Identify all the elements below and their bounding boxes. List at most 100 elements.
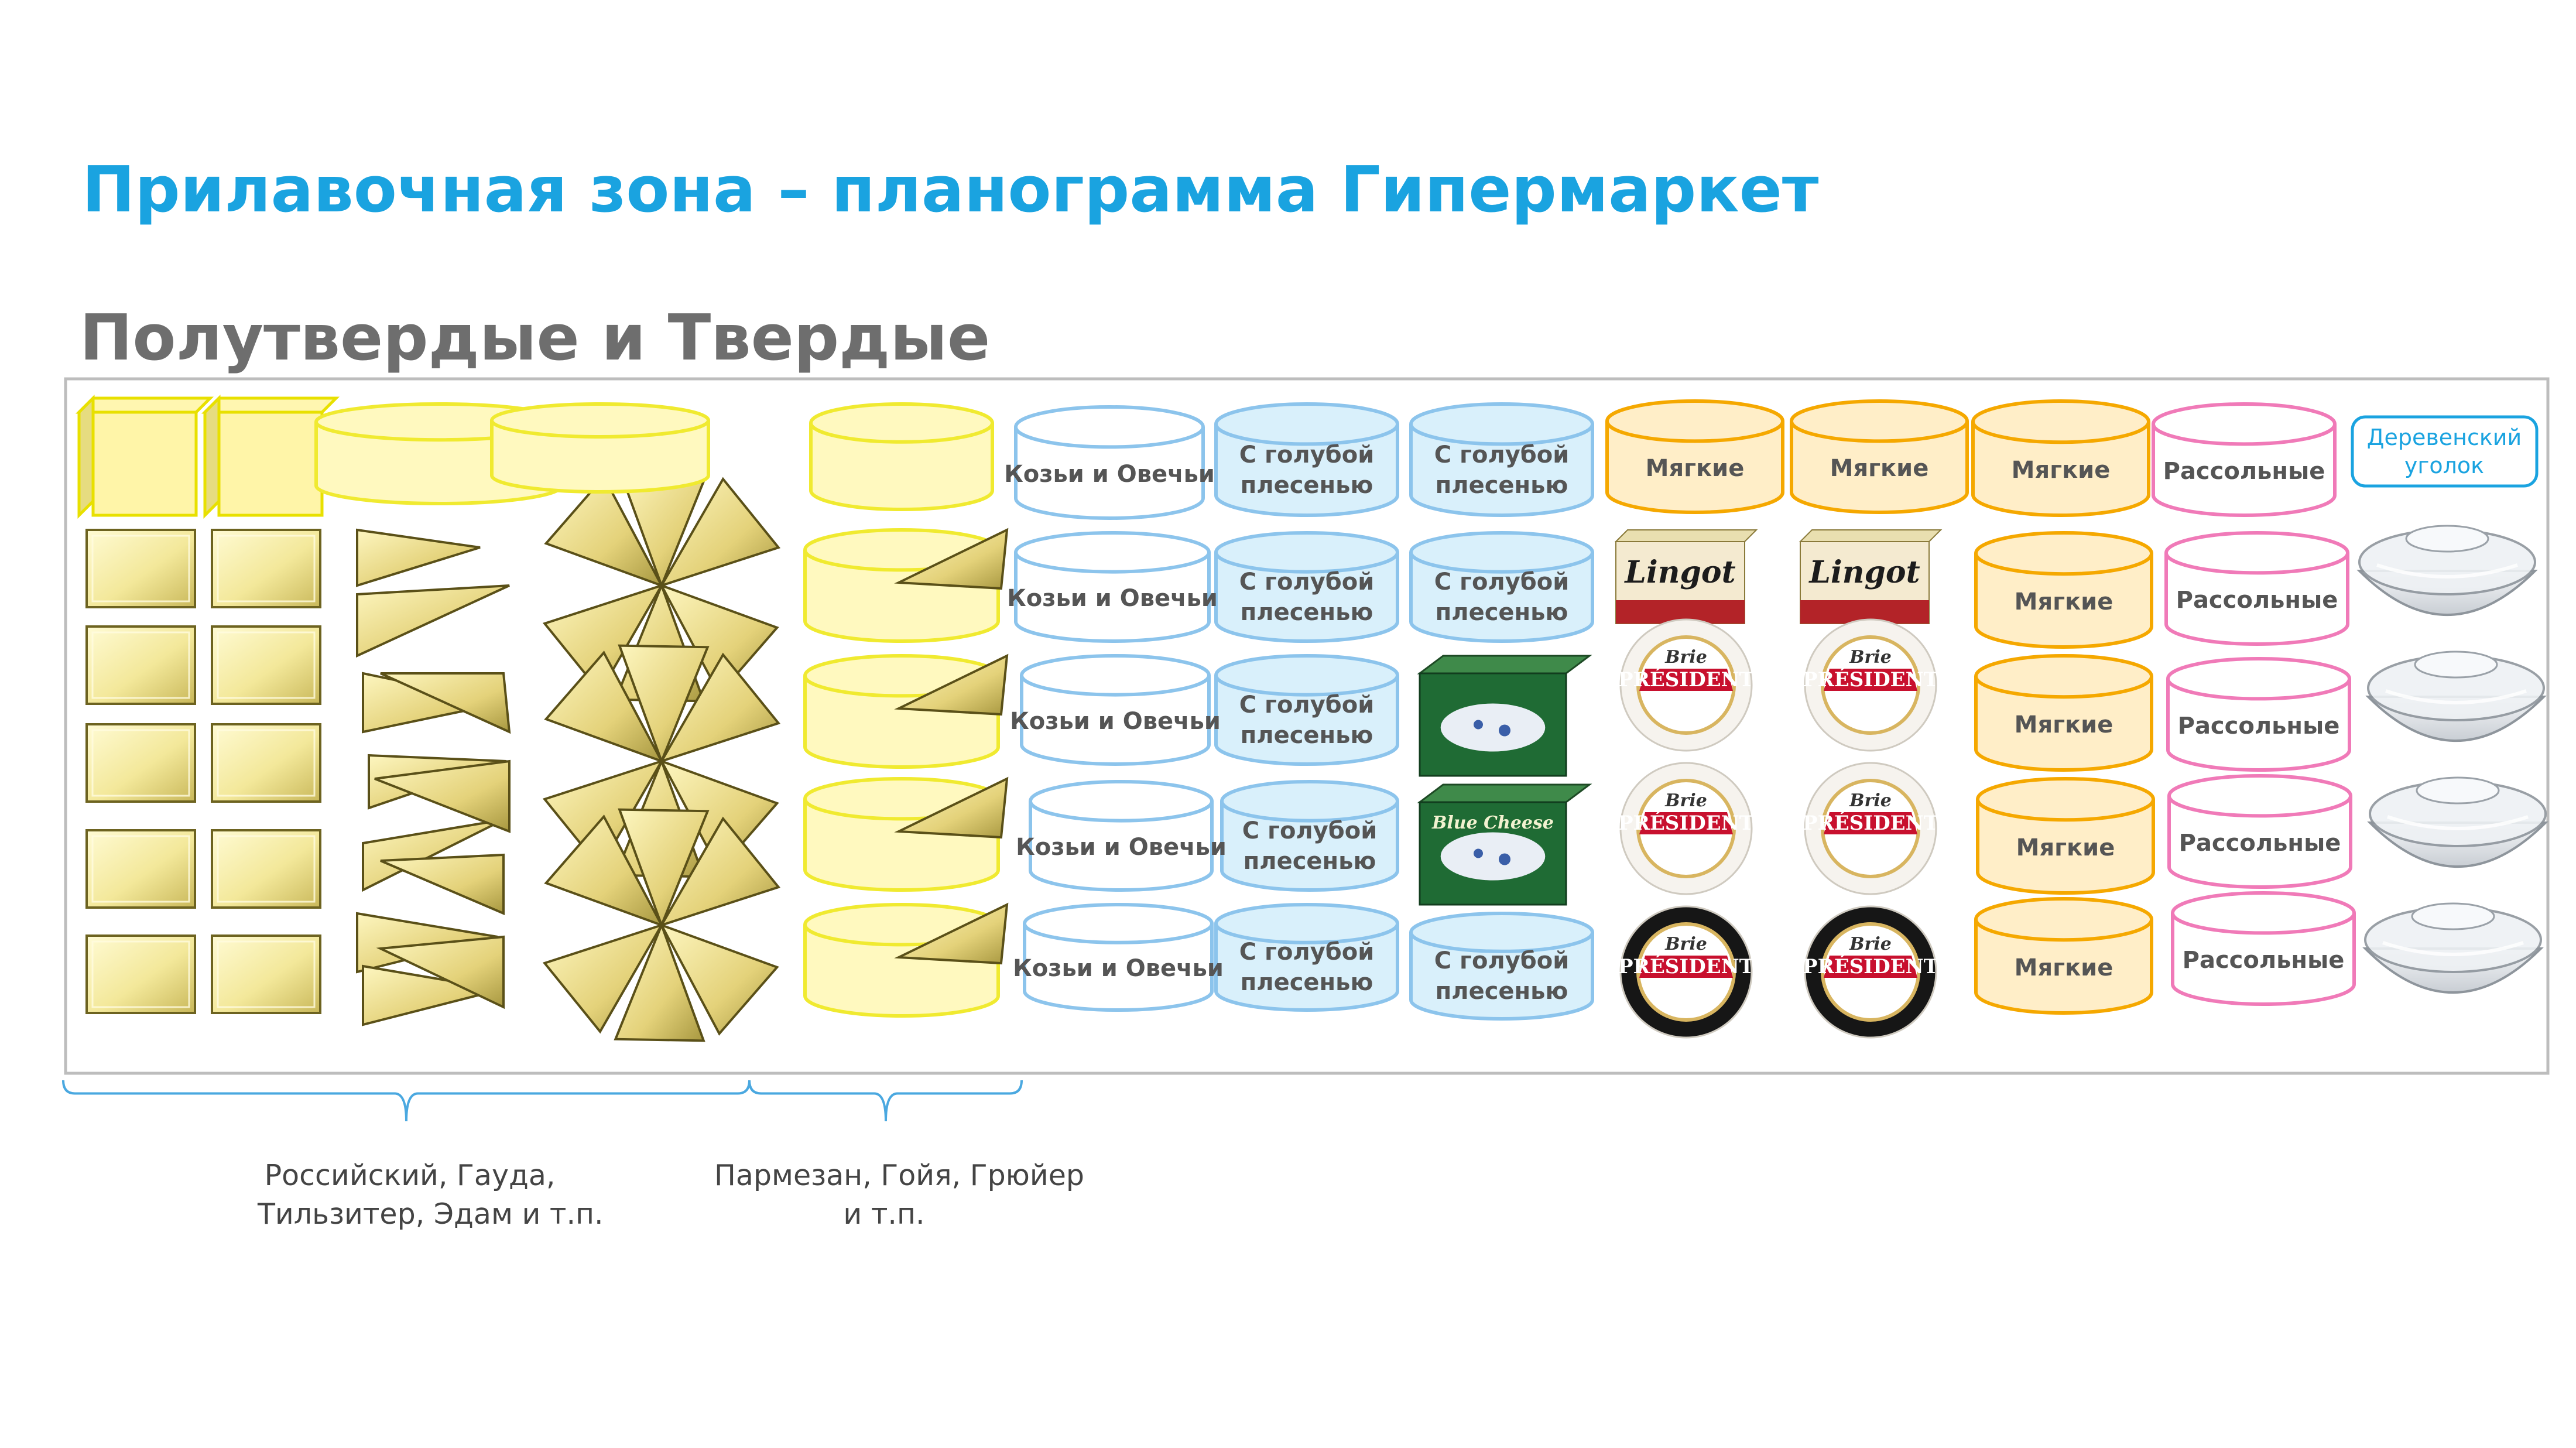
blue-cylinder-b-5-body [1409,932,1594,1021]
block-2-2 [211,625,321,705]
president-dark-2-ribbon [1824,956,1917,978]
blue-cylinder-a-3-label-1: С голубой [1239,692,1374,718]
blue-cylinder-a-4-label-2: плесенью [1244,848,1376,875]
bracket-hard [748,1080,1023,1122]
bracket-semi-hard [62,1080,751,1122]
glass-dish-1-shine [2376,563,2518,578]
block-2-5 [211,934,321,1014]
wheel-3-wedge-1-face [544,814,664,927]
goat-cylinder-1 [1014,405,1205,520]
block-1-5-bevel [91,940,190,1008]
blue-cylinder-a-2 [1214,531,1399,643]
soft-cylinder-3-body [1974,676,2153,772]
goat-cylinder-2-body [1014,552,1211,643]
blue-cylinder-a-3-body [1214,675,1399,766]
block-1-4 [85,829,196,909]
hard-cylinder-3-cut-wedge-face [894,776,1009,839]
glass-dish-3-knob [2416,776,2500,805]
wheel-1-wedge-3 [659,477,781,588]
blue-cylinder-b-2-top [1409,531,1594,574]
wheel-1-wedge-4 [659,583,779,696]
blue-pack-2-label: Blue Cheese [1431,813,1554,833]
brine-cylinder-2-top [2164,531,2349,575]
cube-1 [75,394,214,519]
caption-semi-hard-line2: Тильзитер, Эдам и т.п. [258,1197,604,1231]
blue-cylinder-b-5-label-2: плесенью [1436,978,1568,1005]
blue-cylinder-b-1-body [1409,424,1594,517]
wheel-3-wedge-4-face [659,923,779,1036]
glass-dish-4-shine [2382,941,2524,956]
cube-2-front [217,410,324,517]
hard-cylinder-2-cut-wedge-face [894,653,1009,716]
blue-cylinder-a-1 [1214,402,1399,517]
block-1-3-face [85,723,196,803]
goat-cylinder-1-label: Козьи и Овечьи [1004,461,1215,488]
soft-cylinder-1-top [1971,399,2150,444]
blue-cylinder-a-5-body [1214,923,1399,1012]
blue-cylinder-a-2-label-1: С голубой [1239,569,1374,595]
slice-wedge-a-1-face [356,528,481,587]
hard-cylinder-top-3 [809,402,994,511]
blue-cylinder-b-2-label-2: плесенью [1436,599,1568,626]
block-2-1-face [211,529,321,608]
soft-cylinder-5-body [1974,919,2153,1015]
block-1-4-face [85,829,196,909]
block-2-4-face [211,829,321,909]
goat-cylinder-1-top [1014,405,1205,449]
brine-cylinder-5-body [2171,913,2356,1006]
block-1-1 [85,529,196,608]
block-1-2 [85,625,196,705]
blue-cylinder-a-2-top [1214,531,1399,574]
blue-pack-2-lid [1417,783,1592,803]
blue-cylinder-a-4-label-1: С голубой [1242,817,1377,844]
hard-cylinder-4-cut-wedge [894,902,1009,965]
soft-cylinder-4-label: Мягкие [2016,834,2115,861]
goat-cylinder-3-body [1020,675,1211,766]
wheel-3-wedge-2-face [618,808,710,929]
soft-cylinder-top-1-body [1605,421,1784,514]
brine-cylinder-2-body [2164,553,2349,646]
soft-cylinder-5 [1974,897,2153,1015]
soft-cylinder-2-label: Мягкие [2015,588,2113,615]
slice-wedge-b-2-face [374,759,511,833]
brine-cylinder-1-label: Рассольные [2163,458,2325,485]
wheel-3-wedge-6 [542,923,664,1034]
hard-cylinder-top-2-body [490,420,710,494]
soft-cylinder-4-body [1976,799,2155,895]
brine-cylinder-2 [2164,531,2349,646]
brine-cylinder-1-body [2152,424,2337,517]
blue-cylinder-a-2-body [1214,552,1399,643]
goat-cylinder-5 [1023,903,1214,1012]
caption-hard: Пармезан, Гойя, Грюйер и т.п. [714,1156,1084,1234]
wheel-3-wedge-3-face [659,816,781,927]
block-1-3-bevel [91,729,190,797]
soft-cylinder-5-top [1974,897,2153,942]
blue-pack-1-cheese [1440,703,1546,752]
slice-wedge-a-7-face [362,964,501,1026]
slice-wedge-b-1-face [380,672,511,734]
wheel-2-wedge-1 [544,651,664,764]
slice-wedge-b-2 [374,759,511,833]
wheel-3-wedge-1 [544,814,664,927]
glass-dish-2-shine [2385,689,2527,704]
brine-cylinder-3-top [2166,657,2351,701]
wheel-3-wedge-5-face [614,922,705,1042]
wheel-2-wedge-2 [618,644,710,765]
blue-cylinder-a-1-label-1: С голубой [1239,441,1374,468]
brine-cylinder-5 [2171,891,2356,1006]
goat-cylinder-5-label: Козьи и Овечьи [1013,955,1224,982]
hard-cylinder-top-2-top [490,402,710,439]
president-dark-1-brie: Brie [1664,934,1707,954]
president-light-2-ribbon [1824,669,1917,691]
glass-dish-3-shine [2387,815,2529,830]
soft-cylinder-1-body [1971,422,2150,517]
block-1-5 [85,934,196,1014]
block-2-4 [211,829,321,909]
soft-cylinder-3-top [1974,654,2153,699]
blue-cylinder-a-2-label-2: плесенью [1241,599,1373,626]
wheel-3-wedge-2 [618,808,710,929]
brine-cylinder-5-top [2171,891,2356,935]
caption-hard-line2: и т.п. [843,1197,925,1231]
